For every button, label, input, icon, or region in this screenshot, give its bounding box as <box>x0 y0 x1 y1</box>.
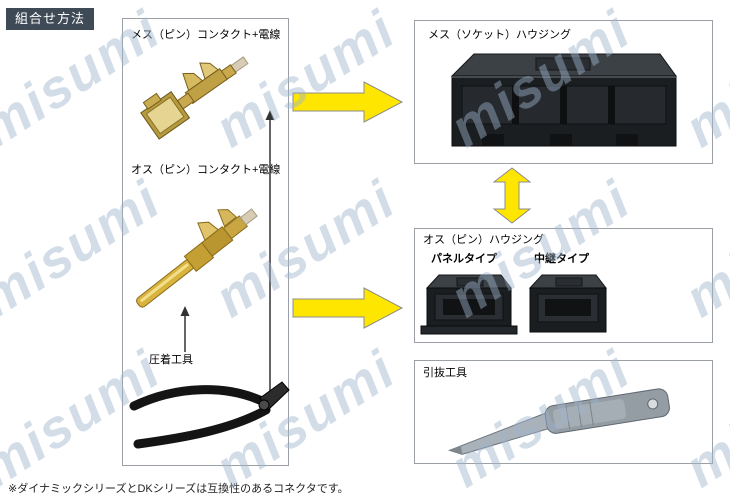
female-contact-label: メス（ピン）コンタクト+電線 <box>131 29 281 41</box>
extraction-tool-label: 引抜工具 <box>423 367 467 379</box>
yellow-arrow-vertical-double-icon <box>492 167 532 224</box>
crimp-tool-label: 圧着工具 <box>149 354 193 366</box>
male-housing-panel <box>414 228 713 343</box>
panel-type-label: パネルタイプ <box>431 253 497 265</box>
contacts-panel <box>122 18 289 466</box>
arrow-up-short-icon <box>179 306 191 352</box>
relay-type-label: 中継タイプ <box>534 253 589 265</box>
compatibility-footnote: ※ダイナミックシリーズとDKシリーズは互換性のあるコネクタです。 <box>8 483 349 495</box>
male-contact-label: オス（ピン）コンタクト+電線 <box>131 164 281 176</box>
extraction-tool-panel <box>414 360 713 464</box>
male-contact-illustration <box>128 184 278 334</box>
female-housing-panel <box>414 20 713 164</box>
arrow-up-long-icon <box>264 110 276 396</box>
male-housing-label: オス（ピン）ハウジング <box>423 234 544 246</box>
female-housing-label: メス（ソケット）ハウジング <box>428 29 571 41</box>
male-housing-panel-type-illustration <box>419 270 519 336</box>
crimp-tool-illustration <box>126 376 291 458</box>
page-title: 組合せ方法 <box>6 8 95 30</box>
yellow-arrow-right-top-icon <box>292 80 404 124</box>
male-housing-relay-type-illustration <box>518 270 618 336</box>
female-contact-illustration <box>138 50 263 158</box>
female-housing-illustration <box>440 46 680 158</box>
extraction-tool-illustration <box>428 382 700 456</box>
yellow-arrow-right-bottom-icon <box>292 286 404 330</box>
